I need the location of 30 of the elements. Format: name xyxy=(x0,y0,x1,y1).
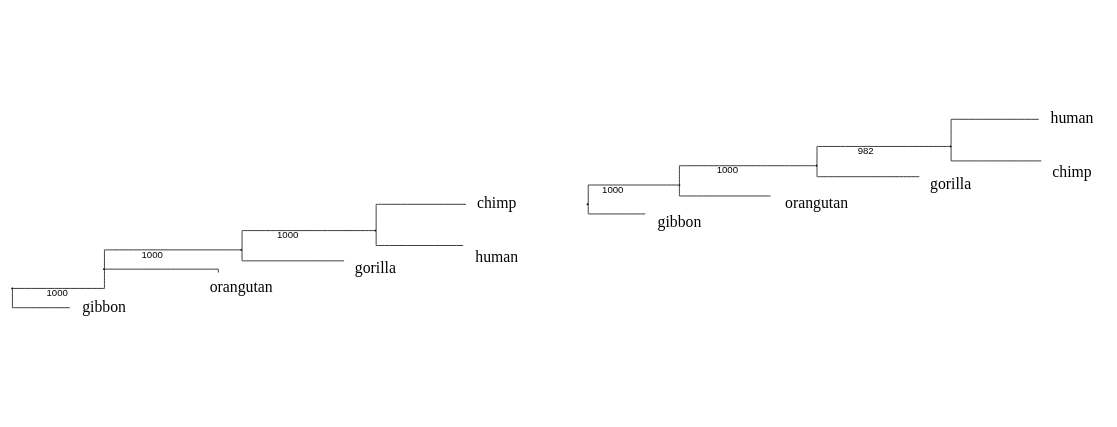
connector xyxy=(12,288,71,309)
node-point xyxy=(815,164,818,167)
node-text: chimp xyxy=(1052,162,1092,180)
edge-label: 1000 xyxy=(716,164,739,176)
connector xyxy=(104,268,219,273)
edge-label: 982 xyxy=(857,145,874,157)
node-point xyxy=(586,203,589,206)
node-point xyxy=(11,287,14,290)
node-point xyxy=(374,229,377,232)
connector xyxy=(12,269,105,289)
node-text: gibbon xyxy=(82,297,126,315)
node-point xyxy=(240,248,243,251)
node-text: human xyxy=(1050,109,1094,127)
node-text: chimp xyxy=(477,194,517,212)
connector xyxy=(587,184,679,205)
edge-label: 1000 xyxy=(276,229,299,241)
node-point xyxy=(678,183,681,187)
node-text: orangutan xyxy=(785,194,849,212)
node-text: human xyxy=(475,247,519,265)
node-text: gibbon xyxy=(657,213,702,231)
edge-label: 1000 xyxy=(141,248,163,260)
node-point xyxy=(103,268,106,271)
node-text: gorilla xyxy=(354,259,396,277)
edge-label: 1000 xyxy=(602,183,624,195)
node-text: gorilla xyxy=(930,174,972,192)
connector xyxy=(587,203,646,215)
node-point xyxy=(949,145,952,148)
connector xyxy=(678,185,771,197)
node-text: orangutan xyxy=(209,278,273,296)
edge-label: 1000 xyxy=(46,287,68,299)
